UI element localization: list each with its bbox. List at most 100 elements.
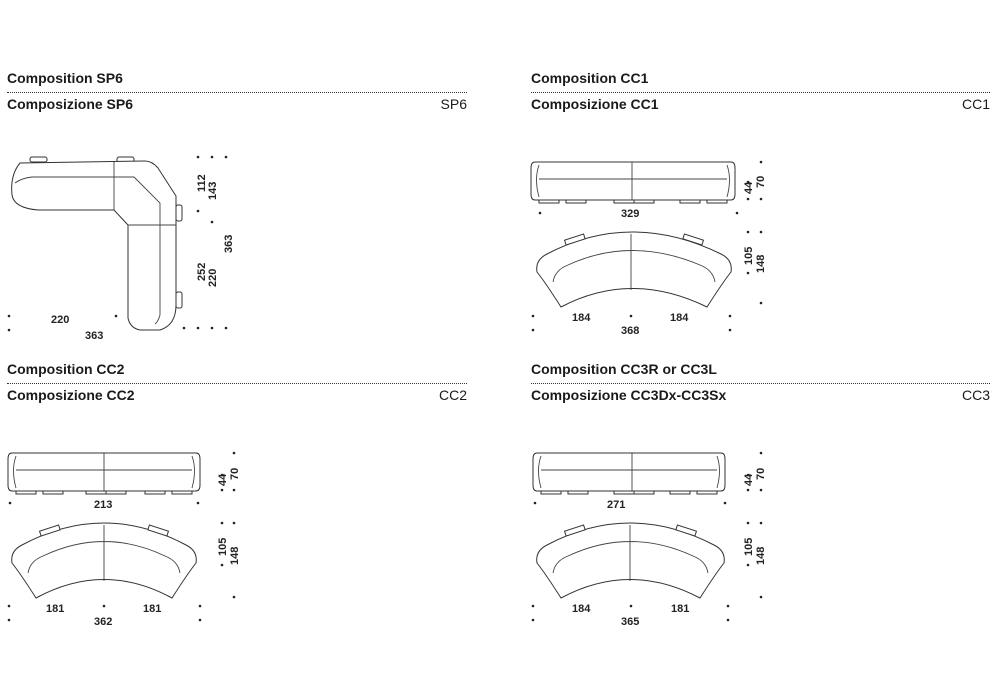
divider <box>7 92 467 93</box>
cc2-dimensions: 213 44 70 105 148 181 181 362 <box>46 468 241 628</box>
sofa-cushion-tab <box>682 233 705 246</box>
dim-total: 365 <box>621 616 639 628</box>
sofa-foot <box>567 490 589 495</box>
dim-left: 181 <box>46 603 64 615</box>
sofa-foot <box>565 199 587 204</box>
dim-seat-height: 44 <box>217 473 229 486</box>
dimension-dot <box>7 618 11 622</box>
sofa-foot <box>105 490 127 495</box>
dim-side-width: 213 <box>94 499 112 511</box>
dimension-dot <box>196 501 200 505</box>
dim-seat-height: 44 <box>743 473 755 486</box>
dim-height: 70 <box>755 176 767 188</box>
dimension-dot <box>629 604 633 608</box>
dimension-dot <box>232 521 236 525</box>
panel-code: CC2 <box>438 387 467 403</box>
dimension-dot <box>7 314 11 318</box>
sofa-foot <box>633 490 655 495</box>
dimension-dot <box>210 220 214 224</box>
dimension-dot <box>759 595 763 599</box>
dimension-dot <box>220 563 224 567</box>
dimension-dot <box>629 314 633 318</box>
dim-right: 181 <box>143 603 161 615</box>
cc2-plan-drawing <box>11 522 197 599</box>
dim-seat-depth: 105 <box>743 247 755 265</box>
dimension-dot <box>196 326 200 330</box>
panel-title-en: Composition CC1 <box>531 70 649 86</box>
dimension-dot <box>531 328 535 332</box>
dim-side-width: 271 <box>607 499 625 511</box>
dimension-dot <box>220 521 224 525</box>
cc3-dimensions: 271 44 70 105 148 184 181 365 <box>572 468 767 628</box>
cc1-plan-drawing <box>536 231 732 308</box>
sofa-foot <box>15 490 37 495</box>
cc1-side-drawing <box>530 161 736 204</box>
dimension-dot <box>746 271 750 275</box>
sofa-plan-outline <box>536 522 725 599</box>
dim-seat-height: 44 <box>743 181 755 194</box>
sofa-foot <box>171 490 193 495</box>
panel-title-en: Composition SP6 <box>7 70 123 86</box>
sofa-cushion-tab <box>38 524 61 537</box>
panel-code: SP6 <box>440 96 467 112</box>
dimension-dot <box>198 604 202 608</box>
dim-seat-depth: 105 <box>743 538 755 556</box>
sofa-foot <box>538 199 560 204</box>
dimension-dot <box>220 488 224 492</box>
sofa-cushion-tab <box>675 524 698 537</box>
sofa-foot <box>613 199 635 204</box>
dimension-dot <box>746 563 750 567</box>
dim-arm-inner: 252 <box>196 263 208 281</box>
sofa-foot <box>696 490 718 495</box>
sofa-foot <box>42 490 64 495</box>
dimension-dot <box>114 314 118 318</box>
dimension-dot <box>759 230 763 234</box>
dim-height: 70 <box>755 468 767 480</box>
sofa-foot <box>706 199 728 204</box>
sofa-foot <box>669 490 691 495</box>
dimension-dot <box>726 618 730 622</box>
dimension-dot <box>7 604 11 608</box>
dimension-dot <box>224 326 228 330</box>
dim-left: 184 <box>572 312 591 324</box>
dimension-dot <box>102 604 106 608</box>
sofa-foot <box>85 490 107 495</box>
dimension-dot <box>531 618 535 622</box>
sofa-side-outline <box>532 452 726 492</box>
divider <box>531 383 990 384</box>
panel-title-it: Composizione CC1 <box>531 96 659 112</box>
dimension-dot <box>7 328 11 332</box>
panel-title-it: Composizione CC3Dx-CC3Sx <box>531 387 727 403</box>
dim-arm-seat: 220 <box>207 269 219 287</box>
dimension-dot <box>232 488 236 492</box>
dim-height: 70 <box>229 468 241 480</box>
sofa-side-seams <box>13 453 195 491</box>
cc1-dimensions: 329 44 70 105 148 184 184 368 <box>572 176 767 337</box>
sofa-foot <box>144 490 166 495</box>
dimension-markers <box>7 155 763 622</box>
dimension-dot <box>759 197 763 201</box>
panel-title-en: Composition CC2 <box>7 361 125 377</box>
sofa-side-seams <box>536 162 730 200</box>
sofa-plan-seams <box>27 525 181 581</box>
dim-width-seat: 220 <box>51 314 69 326</box>
dimension-dot <box>728 314 732 318</box>
dimension-dot <box>210 326 214 330</box>
dim-depth: 148 <box>229 547 241 565</box>
dimension-dot <box>723 501 727 505</box>
dimension-dot <box>726 604 730 608</box>
dimension-dot <box>533 501 537 505</box>
dimension-dot <box>746 197 750 201</box>
dimension-dot <box>759 301 763 305</box>
dimension-dot <box>746 488 750 492</box>
sp6-plan-drawing <box>11 156 183 331</box>
dim-total: 368 <box>621 325 639 337</box>
dim-side-width: 329 <box>621 208 639 220</box>
sofa-foot <box>613 490 635 495</box>
sofa-cushion-tab <box>563 524 586 537</box>
dimension-dot <box>224 155 228 159</box>
dimension-dot <box>198 618 202 622</box>
dimension-dot <box>538 211 542 215</box>
sofa-plan-seams <box>552 234 716 290</box>
